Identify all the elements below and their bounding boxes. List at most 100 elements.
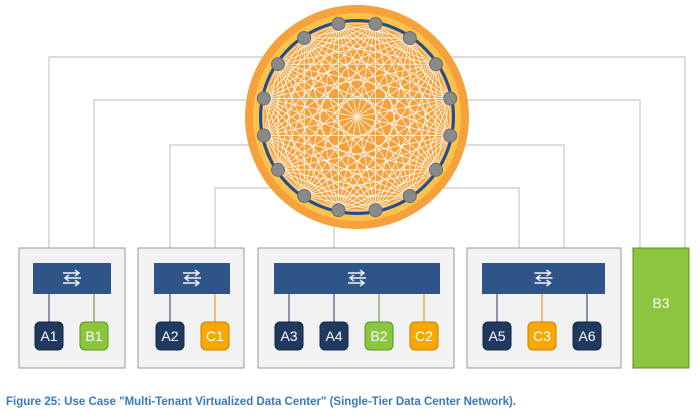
server-b3 [632, 247, 690, 369]
mesh-link [303, 23, 339, 197]
endpoint-label: A2 [161, 328, 178, 344]
endpoint-box [364, 321, 394, 351]
server-pod: A2 C1 [137, 247, 245, 369]
mesh-link [263, 37, 305, 99]
endpoint-box [200, 321, 230, 351]
mesh-link [263, 135, 339, 211]
bidirectional-arrows-icon [534, 269, 553, 287]
endpoint-box [409, 321, 439, 351]
fabric-node [443, 128, 458, 143]
mesh-link [263, 98, 279, 170]
fabric-node [256, 91, 271, 106]
mesh-link [263, 98, 305, 197]
mesh-link [263, 37, 305, 136]
fabric-node [331, 203, 346, 218]
endpoint-box [79, 321, 109, 351]
mesh-link [338, 23, 451, 99]
fabric-node [402, 31, 417, 46]
uplink-line [455, 144, 565, 263]
endpoint-box [319, 321, 349, 351]
uplink-connections [48, 56, 686, 263]
figure-caption: Figure 25: Use Case "Multi-Tenant Virtua… [6, 396, 516, 408]
endpoint-label: C2 [415, 328, 433, 344]
fabric-node [428, 162, 443, 177]
endpoint-box [527, 321, 557, 351]
mesh-link [409, 98, 451, 197]
endpoint-box [482, 321, 512, 351]
mesh-link [277, 23, 339, 65]
fabric-node [297, 188, 312, 203]
fabric-node [368, 203, 383, 218]
endpoint-box [274, 321, 304, 351]
endpoint-label: A5 [488, 328, 505, 344]
mesh-link [303, 23, 376, 197]
mesh-link [338, 23, 376, 211]
mesh-link [375, 135, 451, 211]
mesh-link [375, 23, 451, 99]
uplink-line [169, 144, 260, 263]
uplink-line [435, 56, 686, 248]
mesh-link [303, 63, 437, 197]
mesh-link [338, 23, 437, 65]
fabric-node [271, 162, 286, 177]
mesh-link [263, 98, 437, 171]
mesh-link [277, 23, 376, 65]
mesh-link [277, 169, 339, 211]
fabric-node [271, 57, 286, 72]
mesh-link [338, 23, 437, 171]
bidirectional-arrows-icon [63, 269, 81, 287]
mesh-link [277, 169, 376, 211]
mesh-link [263, 64, 279, 136]
server-pod: A1 B1 [18, 247, 126, 369]
mesh-link [409, 37, 451, 136]
mesh-link [304, 195, 376, 211]
mesh-link [263, 63, 437, 136]
endpoint-label: A4 [325, 328, 342, 344]
uplink-line [455, 99, 641, 248]
endpoint-label: A3 [280, 328, 297, 344]
mesh-link [263, 23, 339, 136]
mesh-link [338, 23, 410, 39]
server-b3-label: B3 [652, 295, 669, 311]
fabric-node [443, 91, 458, 106]
server-pod: A5 C3 A6 [466, 247, 622, 369]
mesh-link [263, 98, 376, 211]
fabric-node [297, 31, 312, 46]
endpoint-label: B1 [85, 328, 102, 344]
mesh-link [277, 63, 411, 197]
mesh-link [338, 37, 411, 211]
fabric-node [331, 16, 346, 31]
mesh-link [277, 64, 305, 197]
mesh-link [277, 37, 411, 171]
bidirectional-arrows-icon [348, 269, 366, 287]
mesh-link [338, 23, 451, 136]
endpoint-label: C1 [206, 328, 224, 344]
fabric-cloud [245, 5, 469, 229]
endpoint-label: A1 [40, 328, 57, 344]
mesh-link [277, 63, 451, 99]
fabric-node [402, 188, 417, 203]
uplink-line [430, 187, 520, 263]
mesh-link [338, 169, 437, 211]
uplink-line [214, 187, 285, 263]
fabric-node [428, 57, 443, 72]
fabric-mesh [263, 23, 451, 211]
bidirectional-arrows-icon [183, 269, 201, 287]
mesh-link [263, 135, 305, 197]
mesh-link [263, 23, 339, 99]
mesh-link [338, 23, 411, 197]
fabric-node [368, 16, 383, 31]
uplink-line [48, 56, 280, 263]
mesh-link [277, 98, 451, 171]
fabric-node [256, 128, 271, 143]
mesh-link [303, 37, 376, 211]
mesh-link [277, 64, 339, 211]
uplink-line [93, 99, 260, 263]
mesh-link [277, 23, 339, 170]
endpoint-box [572, 321, 602, 351]
endpoint-label: C3 [533, 328, 551, 344]
endpoint-label: A6 [578, 328, 595, 344]
